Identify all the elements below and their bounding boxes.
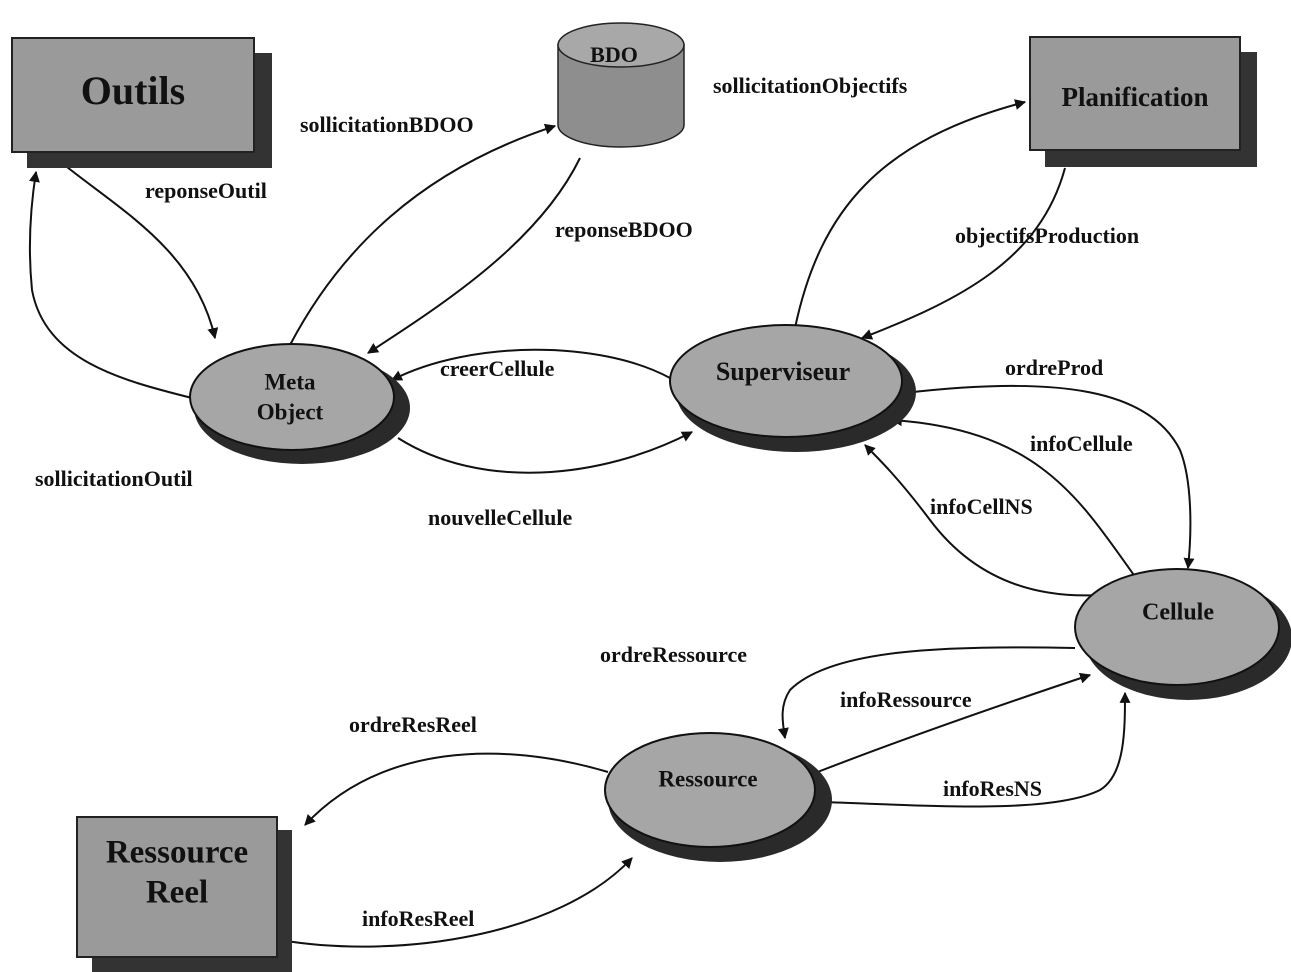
label-ordre-res-reel: ordreResReel	[349, 712, 477, 737]
planification-label: Planification	[1062, 82, 1209, 112]
arrow-objectifs-production	[860, 167, 1066, 340]
cellule-node: Cellule	[1074, 568, 1291, 700]
ressource-label: Ressource	[658, 766, 757, 791]
ressource-reel-label-line1: Ressource	[106, 835, 248, 871]
label-ordre-ressource: ordreRessource	[600, 642, 747, 667]
label-info-res-ns: infoResNS	[943, 776, 1042, 801]
meta-object-label-line2: Object	[257, 399, 324, 424]
arrow-info-cell-ns	[864, 444, 1101, 597]
label-creer-cellule: creerCellule	[440, 356, 555, 381]
arrow-creer-cellule	[391, 348, 671, 381]
label-reponse-outil: reponseOutil	[145, 178, 267, 203]
label-info-cellule: infoCellule	[1030, 431, 1133, 456]
planification-box: Planification	[1029, 36, 1257, 167]
ressource-reel-label-line2: Reel	[146, 875, 208, 911]
arrow-info-res-ns	[821, 691, 1131, 808]
arrow-ordre-res-reel	[304, 752, 609, 826]
label-info-cell-ns: infoCellNS	[930, 494, 1033, 519]
meta-object-label-line1: Meta	[264, 369, 316, 394]
cellule-label: Cellule	[1142, 600, 1214, 626]
label-nouvelle-cellule: nouvelleCellule	[428, 505, 572, 530]
label-objectifs-production: objectifsProduction	[955, 223, 1139, 248]
arrow-sollicitation-objectifs	[794, 99, 1027, 329]
arrow-reponse-bdoo	[367, 157, 581, 354]
arrow-sollicitation-outil	[28, 170, 193, 399]
label-ordre-prod: ordreProd	[1005, 355, 1103, 380]
arrow-info-res-reel	[279, 857, 633, 948]
ressource-node: Ressource	[604, 732, 832, 862]
label-sollicitation-objectifs: sollicitationObjectifs	[713, 73, 908, 98]
arrow-ordre-ressource	[777, 646, 1076, 740]
arrow-reponse-outil	[61, 162, 219, 340]
arrow-info-cellule	[890, 415, 1137, 579]
outils-label: Outils	[81, 68, 185, 113]
bdo-database: BDO	[557, 22, 685, 148]
superviseur-node: Superviseur	[669, 324, 916, 452]
arrow-ordre-prod	[904, 384, 1195, 570]
ressource-reel-box: Ressource Reel	[76, 816, 292, 972]
meta-object-node: Meta Object	[189, 343, 410, 464]
label-info-res-reel: infoResReel	[362, 906, 474, 931]
label-reponse-bdoo: reponseBDOO	[555, 217, 693, 242]
superviseur-label: Superviseur	[716, 357, 850, 386]
arrow-nouvelle-cellule	[397, 431, 693, 474]
bdo-label: BDO	[590, 42, 638, 67]
arrow-sollicitation-bdoo	[289, 123, 557, 346]
label-info-ressource: infoRessource	[840, 687, 972, 712]
arrow-info-ressource	[814, 672, 1092, 774]
outils-box: Outils	[11, 37, 272, 168]
label-sollicitation-bdoo: sollicitationBDOO	[300, 112, 474, 137]
label-sollicitation-outil: sollicitationOutil	[35, 466, 193, 491]
